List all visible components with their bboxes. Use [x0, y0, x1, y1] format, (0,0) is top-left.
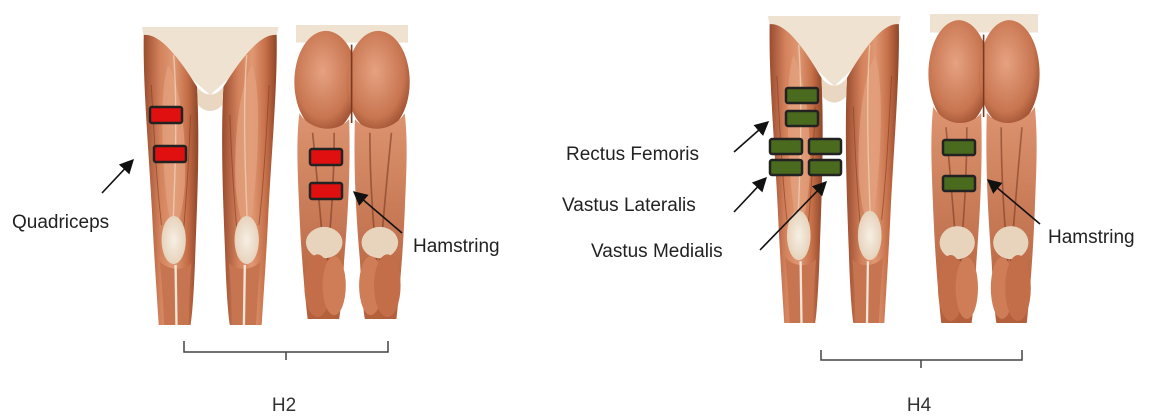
- sensor-vastus-medialis-upper: [809, 139, 841, 154]
- panel-h2: Quadriceps Hamstring H2: [12, 25, 500, 416]
- sensor-quadriceps-upper: [150, 107, 182, 123]
- back-legs-image-h4: [928, 14, 1039, 323]
- label-vastus-medialis: Vastus Medialis: [591, 241, 723, 262]
- caption-h4: H4: [907, 395, 932, 416]
- label-hamstring-h2: Hamstring: [413, 236, 500, 257]
- sensor-hamstring-h4-lower: [943, 176, 975, 191]
- label-quadriceps: Quadriceps: [12, 212, 109, 233]
- sensor-vastus-medialis-lower: [809, 160, 841, 175]
- arrow-vastus-lateralis: [734, 178, 766, 212]
- front-legs-image-h2: [140, 25, 280, 325]
- back-legs-image-h2: [294, 25, 409, 319]
- label-vastus-lateralis: Vastus Lateralis: [562, 195, 696, 216]
- sensor-hamstring-upper: [310, 149, 342, 165]
- label-rectus-femoris: Rectus Femoris: [566, 144, 699, 165]
- bracket-h4: [821, 350, 1022, 368]
- label-hamstring-h4: Hamstring: [1048, 227, 1135, 248]
- sensor-hamstring-lower: [310, 183, 342, 199]
- arrow-rectus-femoris: [734, 122, 768, 152]
- sensor-rectus-femoris-upper: [786, 88, 818, 103]
- sensor-vastus-lateralis-lower: [770, 160, 802, 175]
- sensor-rectus-femoris-lower: [786, 111, 818, 126]
- caption-h2: H2: [272, 395, 296, 416]
- sensor-quadriceps-lower: [154, 146, 186, 162]
- panel-h4: Rectus Femoris Vastus Lateralis Vastus M…: [562, 14, 1135, 416]
- sensor-hamstring-h4-upper: [943, 140, 975, 155]
- arrow-quadriceps: [102, 160, 133, 193]
- bracket-h2: [184, 341, 388, 360]
- sensor-vastus-lateralis-upper: [770, 139, 802, 154]
